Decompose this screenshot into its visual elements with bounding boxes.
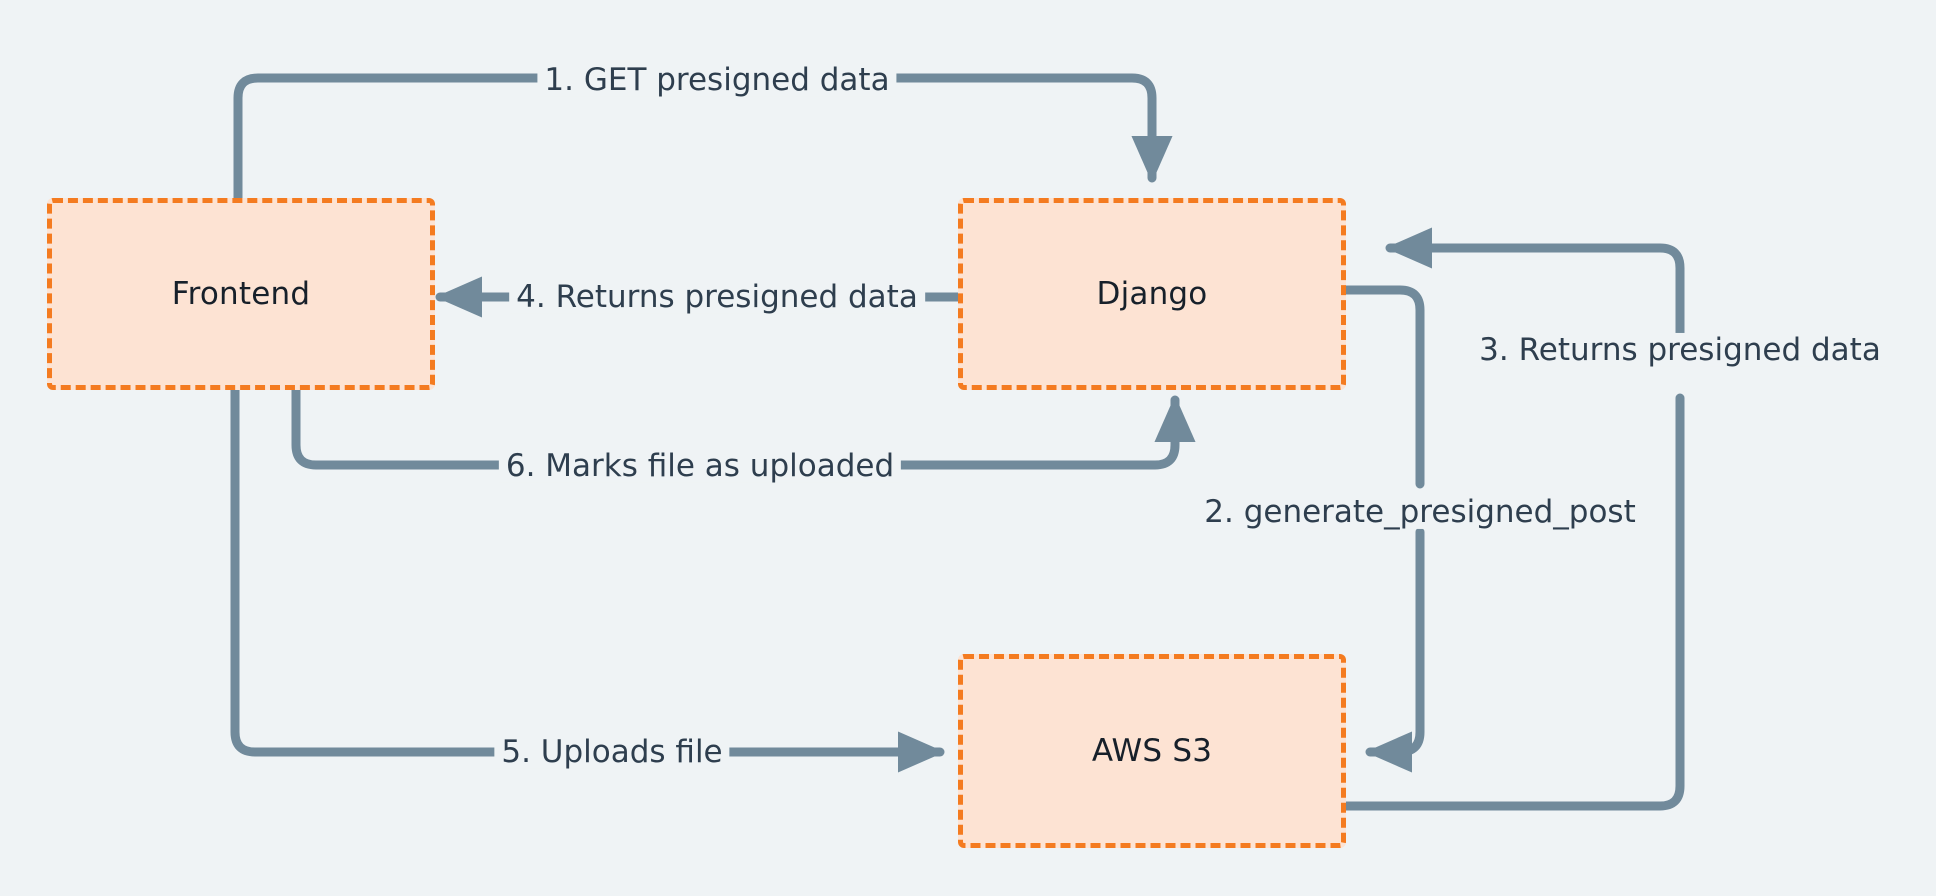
edge-label-6: 6. Marks file as uploaded	[498, 449, 902, 483]
edge-6-segment-right	[890, 395, 1196, 470]
edge-label-1: 1. GET presigned data	[537, 63, 897, 97]
edge-6-segment-left	[291, 385, 510, 470]
edge-3-segment-top	[1385, 227, 1685, 355]
node-frontend[interactable]: Frontend	[47, 198, 435, 390]
node-aws-s3-label: AWS S3	[1091, 733, 1213, 769]
edge-label-2: 2. generate_presigned_post	[1197, 495, 1643, 529]
edge-5-segment-left	[230, 385, 510, 757]
edge-3-segment-bottom	[1340, 393, 1685, 811]
edge-label-4: 4. Returns presigned data	[509, 280, 925, 314]
edge-1-segment-left	[233, 73, 545, 203]
edge-label-3: 3. Returns presigned data	[1472, 333, 1888, 367]
edge-label-5: 5. Uploads file	[494, 735, 730, 769]
node-django[interactable]: Django	[958, 198, 1346, 390]
node-frontend-label: Frontend	[171, 276, 311, 312]
edge-2-segment-top	[1340, 285, 1425, 489]
edge-2-segment-bottom	[1365, 527, 1425, 773]
edge-1-segment-right	[890, 73, 1173, 183]
node-aws-s3[interactable]: AWS S3	[958, 654, 1346, 848]
node-django-label: Django	[1096, 276, 1208, 312]
